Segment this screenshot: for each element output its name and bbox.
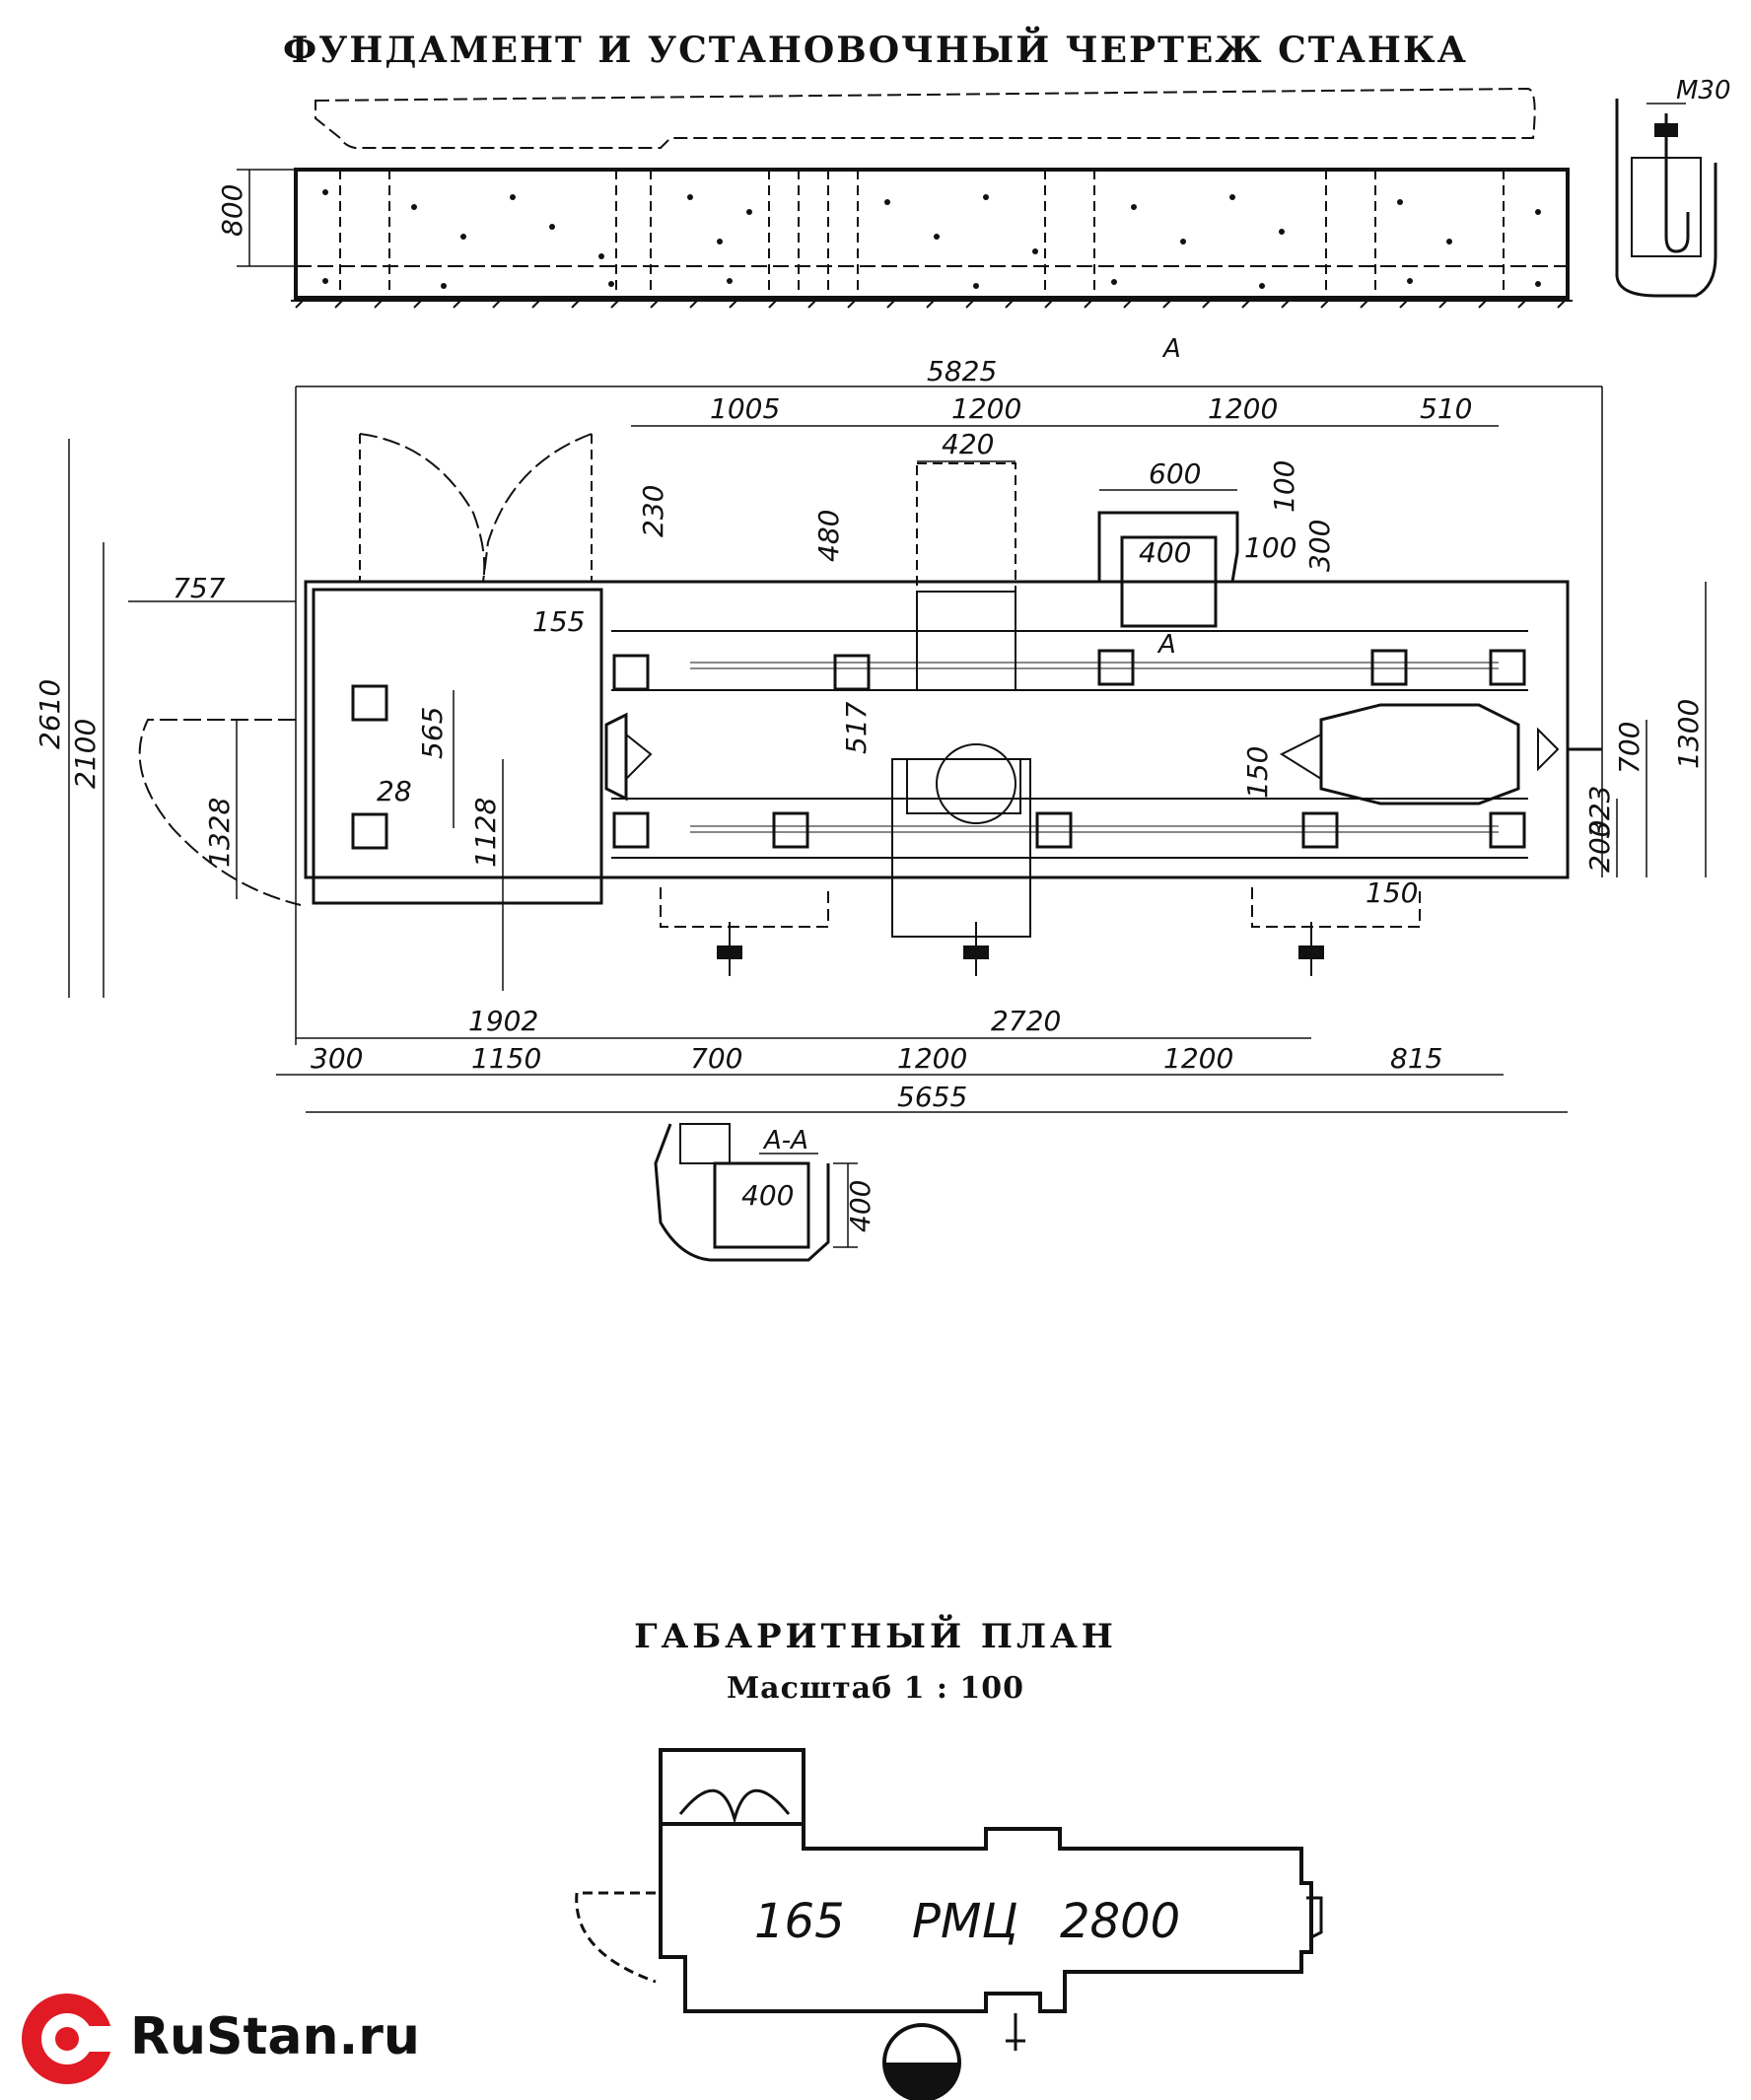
dim-150-b: 150 (1366, 876, 1418, 909)
dimension-labels: 5825 1005 1200 1200 510 420 600 100 400 … (34, 334, 1705, 1113)
plan-title: ГАБАРИТНЫЙ ПЛАН (634, 1617, 1117, 1656)
dim-420: 420 (942, 428, 994, 460)
dim-600: 600 (1149, 457, 1201, 490)
dim-1328: 1328 (203, 798, 236, 868)
dim-400-box: 400 (1139, 536, 1191, 569)
drawing-title: ФУНДАМЕНТ И УСТАНОВОЧНЫЙ ЧЕРТЕЖ СТАНКА (283, 30, 1468, 71)
section-a-a-label: А-А (762, 1126, 808, 1155)
dim-5655: 5655 (897, 1081, 967, 1113)
dim-1902: 1902 (468, 1005, 538, 1037)
dim-800: 800 (216, 184, 248, 237)
dim-565: 565 (416, 707, 449, 759)
machine-plan (138, 433, 1602, 976)
section-marker-top: А (1161, 334, 1181, 364)
dim-2720: 2720 (991, 1005, 1061, 1037)
dim-1200-bottom-b: 1200 (1163, 1042, 1233, 1075)
brand-name[interactable]: RuStan.ru (130, 2007, 420, 2066)
dim-2610: 2610 (34, 679, 66, 749)
dim-1200-top-b: 1200 (1208, 392, 1278, 425)
dim-28: 28 (377, 775, 412, 807)
dim-517: 517 (840, 701, 873, 754)
dim-1005: 1005 (710, 392, 780, 425)
dim-480: 480 (812, 510, 845, 562)
dim-100-a: 100 (1268, 460, 1300, 513)
model-series: РМЦ (912, 1894, 1018, 1949)
dim-400-section-height: 400 (844, 1180, 876, 1232)
anchor-bolt-detail: М30 (1615, 76, 1731, 298)
dim-1128: 1128 (469, 798, 502, 868)
dim-700: 700 (1613, 722, 1646, 774)
rustan-logo-icon (22, 1994, 116, 2084)
scale-label: Масштаб 1 : 100 (726, 1671, 1025, 1706)
dim-100-b: 100 (1244, 531, 1296, 564)
dimension-lines (68, 385, 1707, 1113)
dim-230: 230 (637, 485, 669, 537)
dim-300: 300 (1303, 520, 1336, 572)
dim-323: 323 (1583, 786, 1616, 838)
dim-200: 200 (1583, 820, 1616, 873)
overall-plan: 165 РМЦ 2800 (575, 1748, 1323, 2100)
dim-1200-bottom-a: 1200 (897, 1042, 967, 1075)
model-number: 165 (754, 1894, 845, 1949)
dim-1300: 1300 (1672, 699, 1705, 769)
dim-400-section: 400 (741, 1179, 794, 1212)
dim-757: 757 (173, 572, 226, 604)
section-marker-bottom: А (1156, 630, 1176, 660)
dim-155: 155 (532, 605, 585, 638)
dim-2100: 2100 (69, 719, 102, 789)
section-a-a: А-А 400 400 (654, 1123, 876, 1262)
foundation-section: 800 (216, 87, 1573, 309)
bolt-label: М30 (1676, 76, 1731, 105)
dim-815: 815 (1390, 1042, 1442, 1075)
dim-150-a: 150 (1241, 746, 1274, 799)
dim-300-bottom: 300 (311, 1042, 363, 1075)
dim-1200-top-a: 1200 (951, 392, 1021, 425)
dim-1150: 1150 (471, 1042, 541, 1075)
model-length: 2800 (1060, 1894, 1180, 1949)
dim-510: 510 (1420, 392, 1472, 425)
dim-700-bottom: 700 (690, 1042, 742, 1075)
dim-5825: 5825 (927, 355, 997, 387)
